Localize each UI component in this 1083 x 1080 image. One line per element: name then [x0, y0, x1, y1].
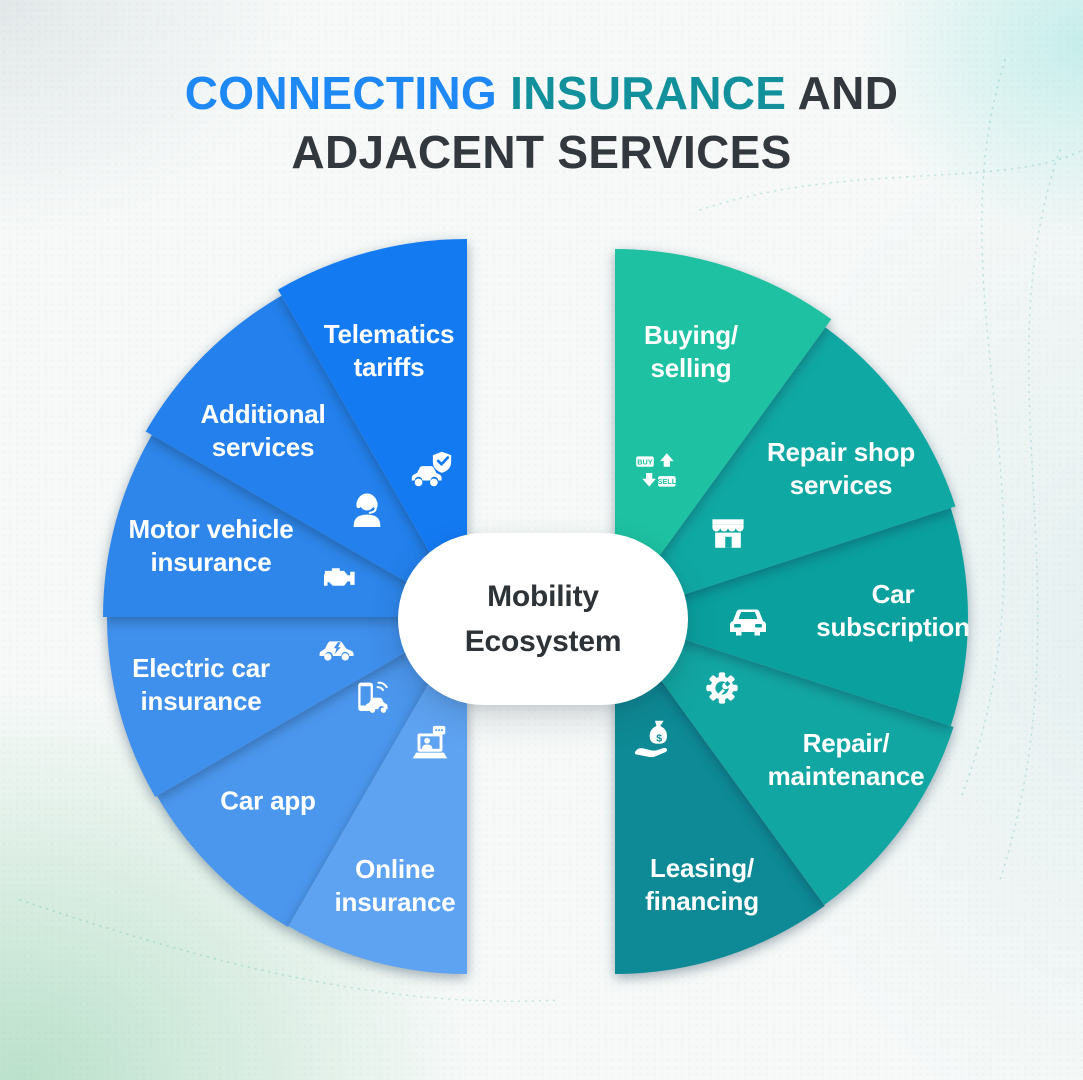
segment-label-online-insurance: Online insurance [334, 853, 456, 917]
svg-text:$: $ [656, 733, 662, 745]
segment-repair-shop-services [615, 327, 956, 617]
car-shield-icon [408, 447, 454, 493]
laptop-person-icon [407, 722, 453, 768]
segment-telematics-tariffs [278, 239, 467, 617]
segment-label-car-app: Car app [220, 785, 316, 816]
segment-label-buying-selling: Buying/ selling [644, 319, 738, 383]
segment-leasing-financing [615, 617, 825, 974]
segment-label-repair-maintenance: Repair/ maintenance [767, 727, 925, 791]
phone-car-icon [350, 678, 394, 722]
segment-label-car-subscription: Car subscription [816, 578, 970, 642]
moneybag-hand-icon: $ [631, 715, 677, 761]
center-hub-label: Mobility Ecosystem [464, 580, 622, 658]
segment-repair-maintenance [615, 617, 954, 905]
storefront-icon [706, 512, 750, 556]
title-word-and: AND [797, 67, 899, 119]
segment-motor-vehicle-insurance [103, 435, 467, 617]
segment-label-repair-shop-services: Repair shop services [766, 436, 916, 500]
segment-online-insurance [288, 617, 467, 974]
segment-buying-selling [615, 249, 832, 617]
svg-text:SELL: SELL [658, 477, 677, 486]
buy-sell-icon: BUY SELL [633, 447, 683, 497]
segment-car-app [157, 617, 467, 927]
segment-label-motor-vehicle-insurance: Motor vehicle insurance [128, 513, 294, 577]
segment-electric-car-insurance [106, 617, 467, 797]
title-word-insurance: INSURANCE [510, 67, 787, 119]
svg-text:BUY: BUY [637, 457, 653, 466]
right-fan [615, 249, 968, 974]
engine-icon [317, 556, 359, 598]
segment-label-additional-services: Additional services [200, 398, 326, 462]
segment-additional-services [145, 295, 467, 617]
title-line-1: CONNECTING INSURANCE AND [0, 64, 1083, 123]
segment-label-leasing-financing: Leasing/ financing [645, 852, 759, 916]
gear-wrench-icon [700, 666, 744, 710]
segment-car-subscription [615, 507, 968, 727]
segment-label-telematics-tariffs: Telematics tariffs [323, 318, 455, 382]
title-line-2: ADJACENT SERVICES [291, 125, 792, 178]
support-person-icon [345, 488, 389, 532]
left-fan [103, 239, 467, 974]
center-hub: Mobility Ecosystem [398, 533, 688, 705]
page-title: CONNECTING INSURANCE AND ADJACENT SERVIC… [0, 64, 1083, 182]
car-front-icon [724, 594, 772, 642]
segment-label-electric-car-insurance: Electric car insurance [132, 652, 270, 716]
electric-car-icon [315, 623, 359, 667]
title-word-connecting: CONNECTING [184, 67, 498, 119]
